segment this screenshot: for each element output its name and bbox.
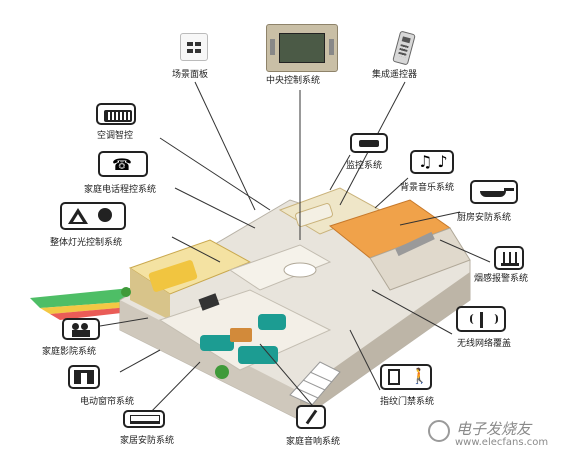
watermark-logo [428,420,450,442]
watermark-url: www.elecfans.com [455,437,549,448]
antenna-icon [456,306,506,332]
ac-vent-icon [123,410,165,428]
audio-label: 家庭音响系统 [286,437,341,447]
music-label: 背景音乐系统 [400,183,455,193]
smoke-label: 烟感报警系统 [474,274,529,284]
cctv-camera-icon [350,133,388,153]
remote-label: 集成遥控器 [372,70,418,80]
air-conditioner-icon [96,103,136,125]
home-security-label: 家居安防系统 [120,436,175,446]
telephone-icon: ☎ [98,151,148,177]
central-control-label: 中央控制系统 [266,76,321,86]
range-hood-icon [470,180,518,204]
film-camera-icon [62,318,100,340]
wifi-label: 无线网络覆盖 [457,339,512,349]
smoke-detector-icon [494,246,524,270]
triangle-bulb-icon [60,202,126,230]
lighting-label: 整体灯光控制系统 [50,238,123,248]
aircon-label: 空调智控 [97,131,134,141]
kitchen-label: 厨房安防系统 [457,213,512,223]
curtain-icon [68,365,100,389]
music-notes-icon: ♫ ♪ [410,150,454,174]
pen-icon [296,405,326,429]
switch-panel-icon [180,33,208,61]
fingerprint-label: 指纹门禁系统 [380,397,435,407]
scene-panel-label: 场景面板 [172,70,209,80]
curtain-label: 电动窗帘系统 [80,397,135,407]
phone-label: 家庭电话程控系统 [84,185,157,195]
door-person-icon: 🚶 [380,364,432,390]
touch-screen-icon [266,24,338,72]
cinema-label: 家庭影院系统 [42,347,97,357]
monitor-label: 监控系统 [346,161,383,171]
watermark-text: 电子发烧友 [456,420,532,438]
